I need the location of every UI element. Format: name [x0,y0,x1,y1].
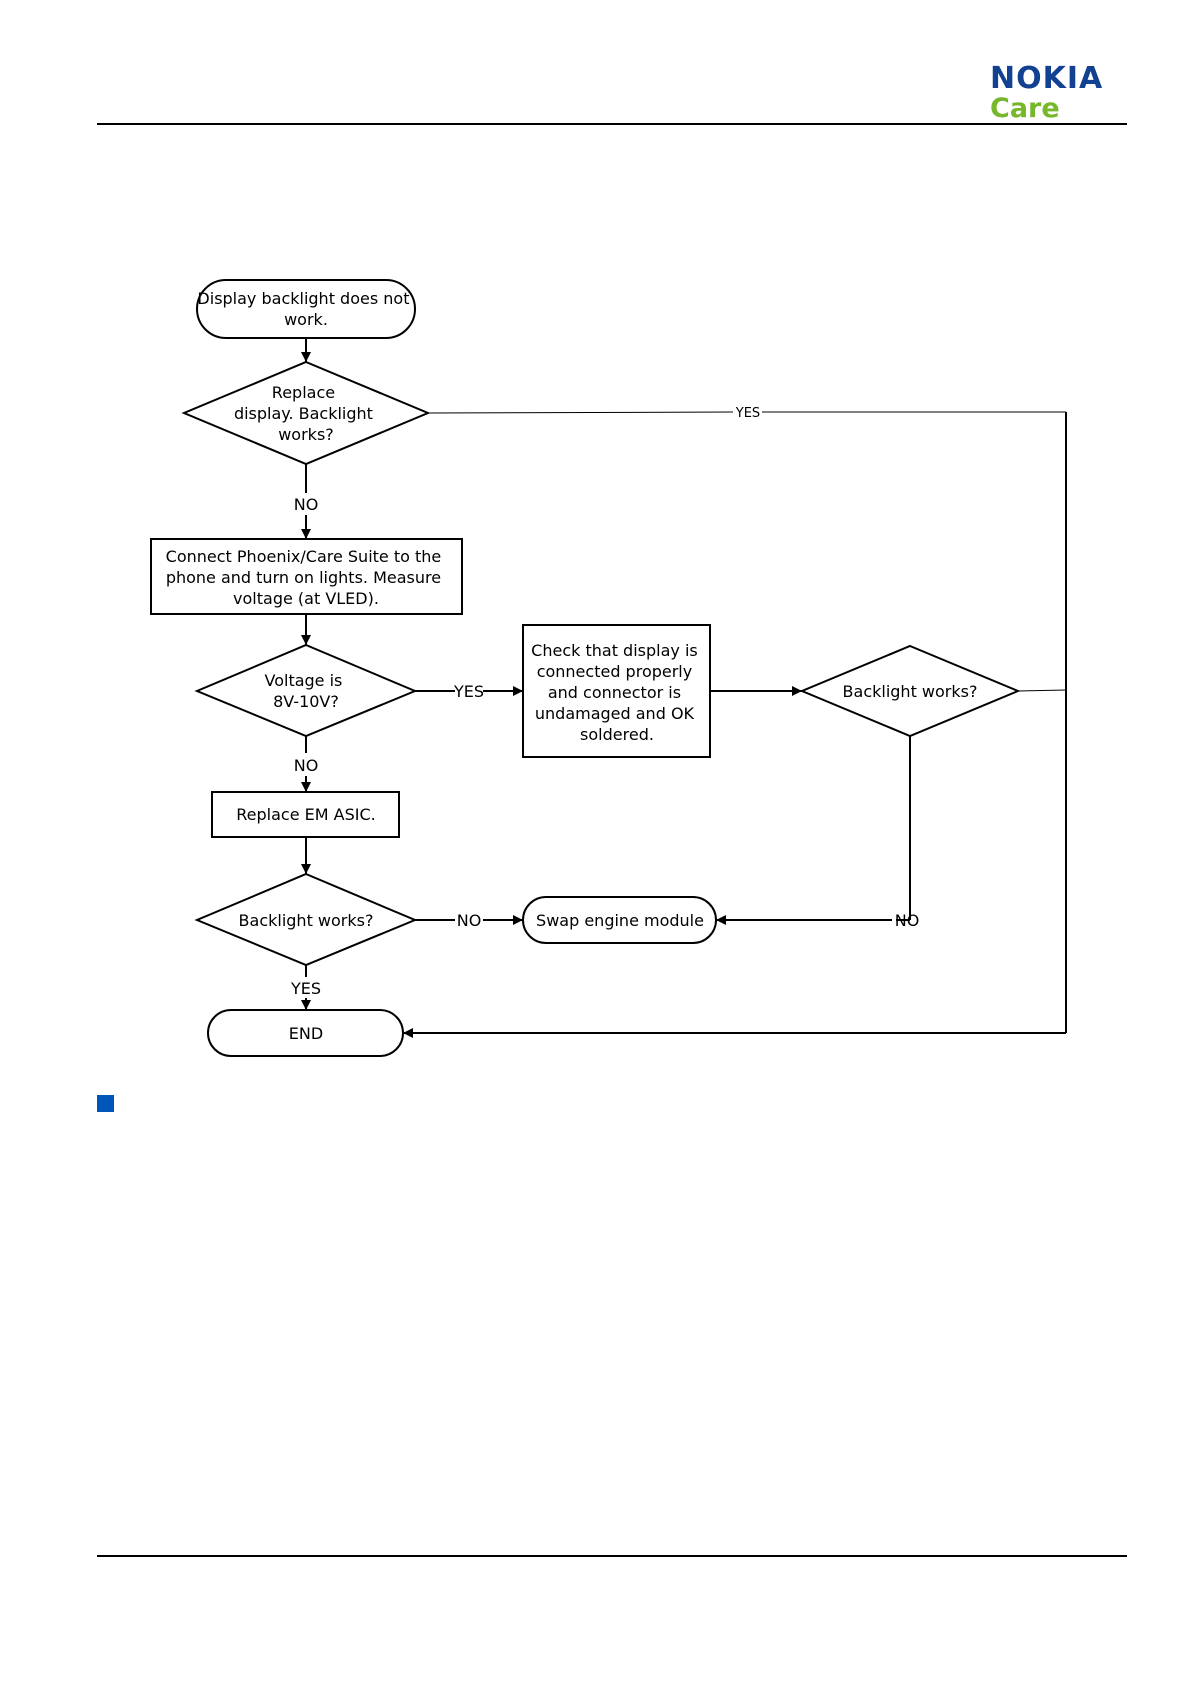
logo-sub-text: Care [990,93,1060,124]
label-yes-top: YES [735,406,760,421]
step-replace-asic [211,791,400,838]
start-text: Display backlight does not work. [197,289,414,329]
label-no-1: NO [294,495,319,514]
step-swap-engine-text: Swap engine module [536,911,704,930]
label-no-bottom: NO [457,911,482,930]
decision-backlight-bottom-text: Backlight works? [239,911,374,930]
decision-replace-display-text: Replace display. Backlight works? [234,383,378,444]
decision-voltage-text: Voltage is 8V-10V? [265,671,348,711]
end-text: END [289,1024,323,1043]
step-check-display-text: Check that display is connected properly… [531,641,703,744]
header-divider [97,123,1127,125]
footer-divider [97,1555,1127,1557]
step-replace-asic-text: Replace EM ASIC. [236,805,375,824]
decision-voltage [194,643,418,738]
logo-brand-text: NOKIA [990,61,1104,96]
label-yes-bottom: YES [290,979,321,998]
section-marker-square [97,1095,114,1112]
line-backlight-right-to-edge [1017,689,1067,692]
label-no-right: NO [895,911,920,930]
label-no-2: NO [294,756,319,775]
nokia-care-logo: NOKIA Care [990,62,1125,126]
step-connect-phoenix-text: Connect Phoenix/Care Suite to the phone … [166,547,447,608]
step-connect-phoenix [150,538,463,615]
label-yes-voltage: YES [453,682,484,701]
decision-backlight-right-text: Backlight works? [843,682,978,701]
line-replace-right-to-yes [427,411,734,414]
